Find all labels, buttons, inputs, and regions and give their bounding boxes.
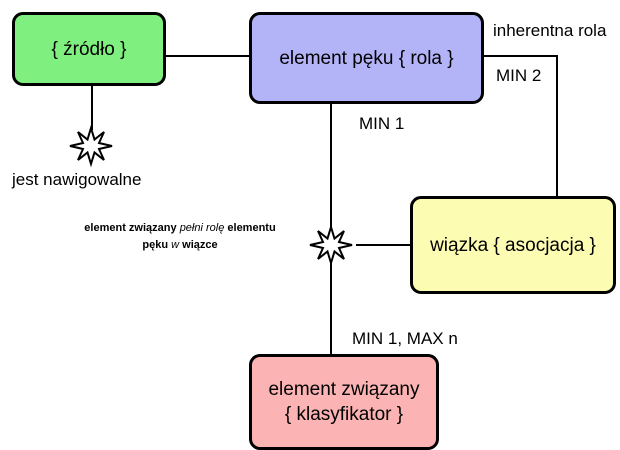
association-label: wiązka { asocjacja } (430, 234, 596, 256)
edge-bundle-association (484, 55, 558, 196)
bound-element-node[interactable]: element związany { klasyfikator } (249, 354, 439, 450)
note-part4: pęku (142, 239, 169, 251)
inherent-role-label: inherentna rola (493, 21, 607, 40)
note-part2: pełni rolę (179, 222, 225, 234)
source-label: { źródło } (51, 38, 127, 60)
source-node[interactable]: { źródło } (12, 12, 166, 86)
min1-maxn-label: MIN 1, MAX n (352, 329, 458, 348)
bundle-element-label: element pęku { rola } (279, 47, 454, 69)
note-part6: wiązce (182, 239, 218, 251)
star-burst-icon (69, 124, 113, 168)
association-node[interactable]: wiązka { asocjacja } (410, 196, 616, 294)
role-note: element związany pełni rolę elementu pęk… (62, 220, 298, 254)
note-part5: w (171, 239, 180, 251)
note-part1: element związany (84, 222, 177, 234)
bound-element-label-line1: element związany (268, 379, 420, 400)
min1-label: MIN 1 (359, 114, 405, 133)
star-burst-icon (309, 223, 353, 267)
note-part3: elementu (227, 222, 276, 234)
bundle-element-node[interactable]: element pęku { rola } (249, 12, 484, 104)
bound-element-label-line2: { klasyfikator } (284, 404, 404, 425)
min2-label: MIN 2 (496, 66, 542, 85)
navigable-label: jest nawigowalne (12, 170, 142, 189)
